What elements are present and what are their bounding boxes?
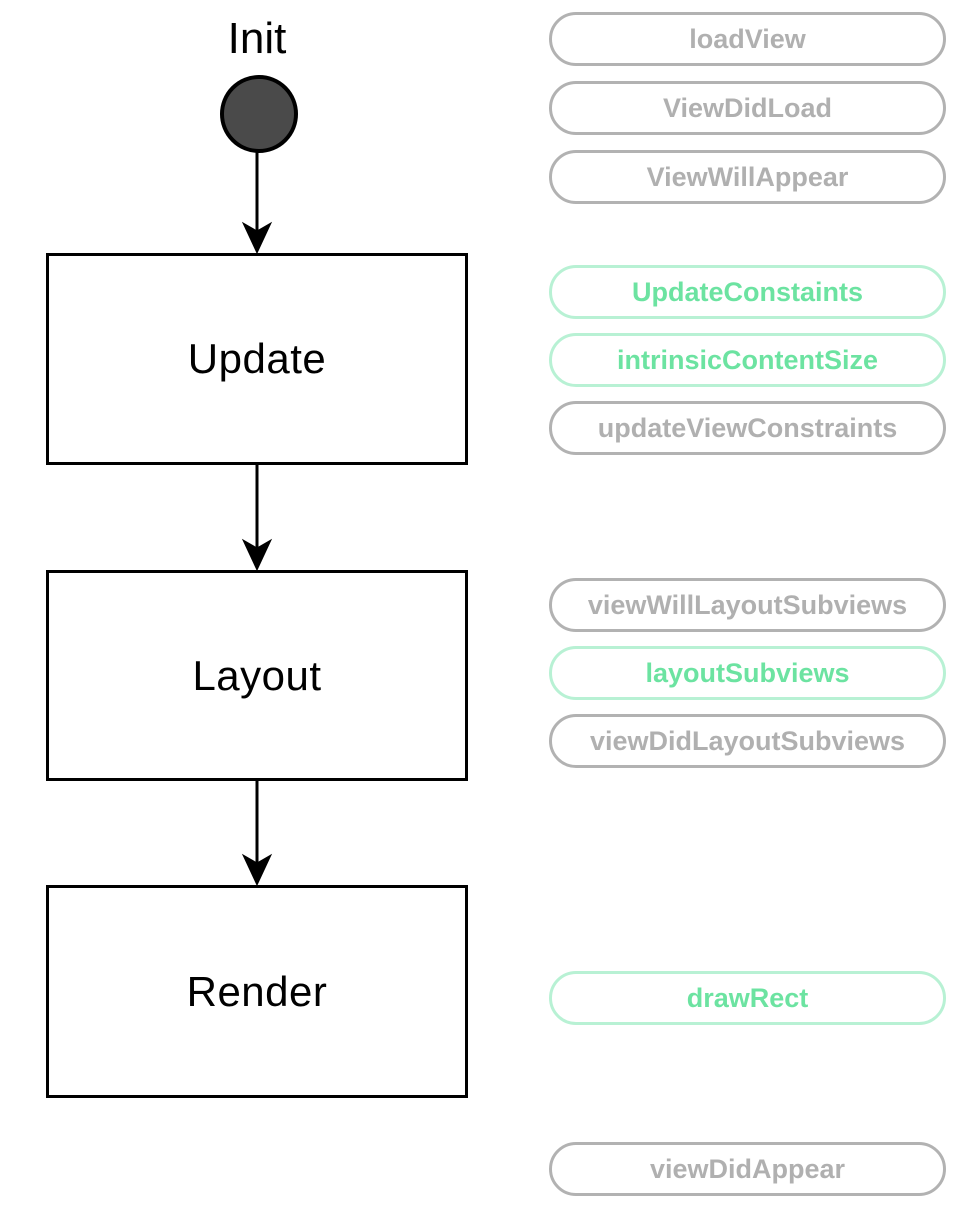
stage-box-update: Update (46, 253, 468, 465)
stage-label-update: Update (187, 335, 327, 382)
pill-updateviewconstraints: updateViewConstraints (549, 401, 946, 455)
pill-intrinsiccontentsize: intrinsicContentSize (549, 333, 946, 387)
pill-drawrect: drawRect (549, 971, 946, 1025)
pill-viewwilllayoutsubviews: viewWillLayoutSubviews (549, 578, 946, 632)
init-label: Init (227, 14, 287, 63)
pill-loadview: loadView (549, 12, 946, 66)
pill-viewdidlayoutsubviews: viewDidLayoutSubviews (549, 714, 946, 768)
stage-box-layout: Layout (46, 570, 468, 781)
pill-viewwillappear: ViewWillAppear (549, 150, 946, 204)
pill-layoutsubviews: layoutSubviews (549, 646, 946, 700)
pill-viewdidappear: viewDidAppear (549, 1142, 946, 1196)
arrow-update-to-layout-icon (241, 465, 273, 570)
stage-label-layout: Layout (192, 651, 322, 699)
init-start-node-circle (220, 75, 298, 153)
stage-box-render: Render (46, 885, 468, 1098)
arrow-init-to-update-icon (241, 151, 273, 253)
pill-viewdidload: ViewDidLoad (549, 81, 946, 135)
stage-label-render: Render (186, 967, 328, 1015)
arrow-layout-to-render-icon (241, 781, 273, 885)
pill-updateconstaints: UpdateConstaints (549, 265, 946, 319)
